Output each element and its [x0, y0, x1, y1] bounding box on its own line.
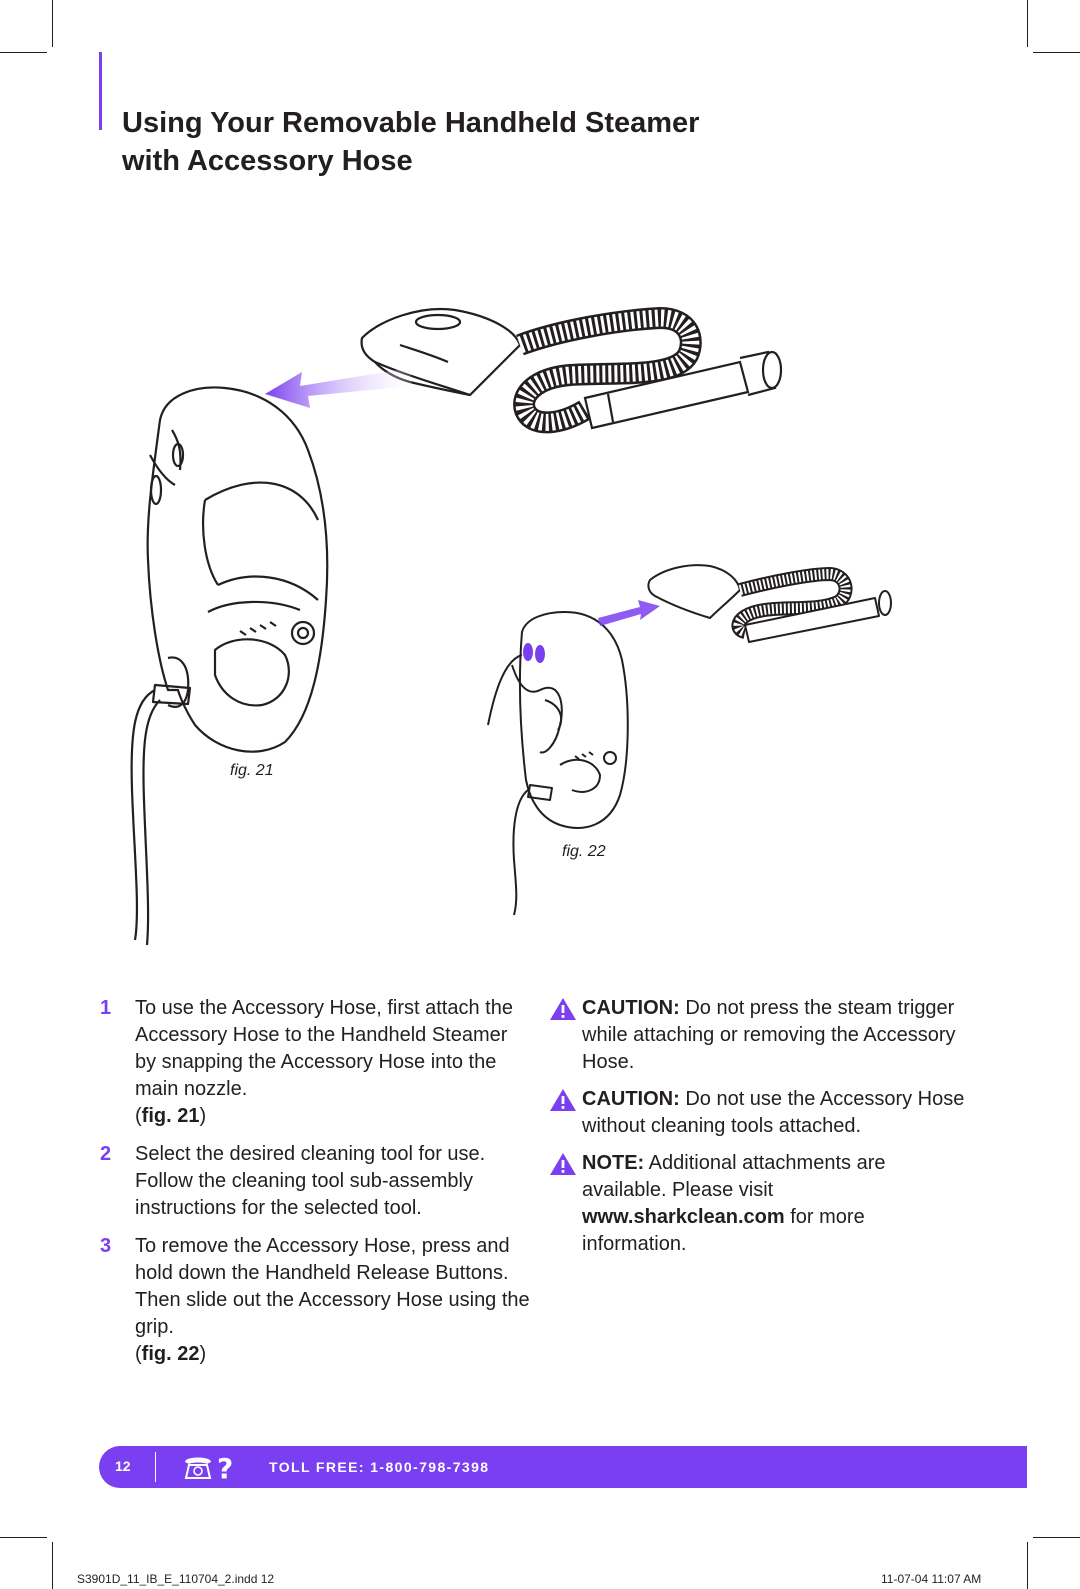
warning-icon	[550, 998, 576, 1020]
title-accent-bar	[99, 52, 102, 130]
step-number: 3	[100, 1235, 112, 1257]
crop-mark	[1033, 52, 1080, 53]
footer-divider	[155, 1452, 156, 1482]
crop-mark	[52, 0, 53, 47]
note-text: Do not use the Accessory Hose without cl…	[582, 1088, 965, 1137]
warning-icon	[550, 1153, 576, 1175]
crop-mark	[0, 1537, 47, 1538]
step-ref-close: )	[199, 1105, 207, 1127]
step-ref-close: )	[199, 1343, 207, 1365]
notes-column: CAUTION: Do not press the steam trigger …	[547, 995, 967, 1268]
page-number: 12	[115, 1458, 131, 1474]
step-fig-ref: fig. 21	[141, 1105, 200, 1127]
svg-text:?: ?	[217, 1452, 233, 1482]
note-text: Do not press the steam trigger while att…	[582, 997, 956, 1073]
crop-mark	[52, 1542, 53, 1589]
note-text: Additional attachments are available. Pl…	[582, 1152, 886, 1201]
step-text: To remove the Accessory Hose, press and …	[135, 1235, 530, 1338]
step-item: 2 Select the desired cleaning tool for u…	[100, 1141, 530, 1222]
crop-mark	[0, 52, 47, 53]
fig22-nozzle-drawing	[647, 564, 892, 643]
fig22-arrow	[598, 600, 660, 626]
fig21-nozzle-drawing	[360, 308, 522, 397]
page-title-line-1: Using Your Removable Handheld Steamer	[122, 107, 700, 139]
print-slug-file: S3901D_11_IB_E_110704_2.indd 12	[77, 1572, 275, 1586]
phone-question-icon: ?	[184, 1452, 233, 1482]
crop-mark	[1027, 1542, 1028, 1589]
fig21-label: fig. 21	[230, 762, 274, 779]
step-item: 3 To remove the Accessory Hose, press an…	[100, 1233, 530, 1368]
step-ref-open: (	[135, 1105, 142, 1127]
caution-note: CAUTION: Do not use the Accessory Hose w…	[547, 1086, 967, 1140]
fig21-arrow	[265, 368, 412, 408]
step-text: To use the Accessory Hose, first attach …	[135, 997, 513, 1100]
footer-bar: 12 ? TOLL FREE: 1-800-798-7398	[99, 1446, 1027, 1488]
caution-note: CAUTION: Do not press the steam trigger …	[547, 995, 967, 1076]
fig21-steamer-drawing	[130, 386, 329, 946]
page-title: Using Your Removable Handheld Steamer wi…	[122, 104, 699, 180]
note-label: CAUTION:	[582, 1088, 680, 1110]
step-ref-open: (	[135, 1343, 142, 1365]
warning-icon	[550, 1089, 576, 1111]
print-slug-date: 11-07-04 11:07 AM	[881, 1572, 982, 1586]
note-text-after: for more information.	[582, 1206, 865, 1255]
fig21-hose-drawing	[513, 306, 783, 434]
step-text: Select the desired cleaning tool for use…	[135, 1143, 486, 1219]
step-fig-ref: fig. 22	[141, 1343, 200, 1365]
info-note: NOTE: Additional attachments are availab…	[547, 1150, 967, 1258]
crop-mark	[1033, 1537, 1080, 1538]
step-number: 1	[100, 997, 112, 1019]
steps-column: 1 To use the Accessory Hose, first attac…	[100, 995, 530, 1379]
toll-free-number: TOLL FREE: 1-800-798-7398	[269, 1459, 490, 1475]
step-item: 1 To use the Accessory Hose, first attac…	[100, 995, 530, 1130]
steamer-illustration	[130, 306, 892, 946]
page-title-line-2: with Accessory Hose	[122, 145, 413, 177]
website-link[interactable]: www.sharkclean.com	[582, 1206, 785, 1228]
note-label: NOTE:	[582, 1152, 645, 1174]
note-label: CAUTION:	[582, 997, 680, 1019]
fig22-label: fig. 22	[562, 843, 606, 860]
crop-mark	[1027, 0, 1028, 47]
fig22-steamer-drawing	[487, 611, 629, 916]
step-number: 2	[100, 1143, 112, 1165]
